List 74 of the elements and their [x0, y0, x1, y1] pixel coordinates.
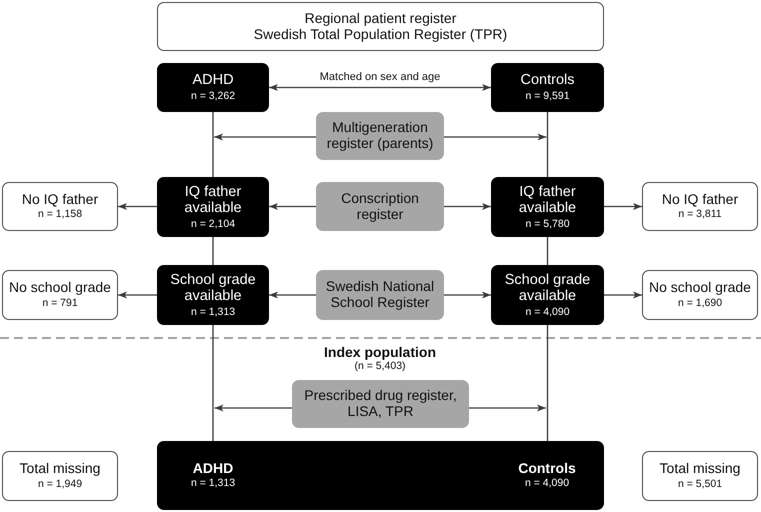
arrow — [214, 134, 316, 140]
register-name: Multigeneration register (parents) — [326, 120, 434, 152]
register-name: Prescribed drug register, LISA, TPR — [304, 388, 458, 420]
arrow — [444, 134, 546, 140]
edge-label: Matched on sex and age — [318, 70, 442, 82]
excluded-box — [642, 451, 758, 501]
arrow — [118, 203, 157, 210]
arrow — [444, 292, 491, 298]
cohort-box — [491, 177, 604, 237]
count-label: n = 5,501 — [677, 478, 723, 491]
count-label: n = 4,090 — [524, 478, 570, 490]
count-label: n = 791 — [42, 298, 78, 310]
excluded-box — [2, 182, 118, 231]
connector-line — [546, 325, 548, 441]
connector-line — [546, 112, 548, 177]
register-name: Swedish Total Population Register (TPR) — [253, 26, 508, 42]
count-label: n = 1,158 — [37, 209, 83, 222]
arrow — [269, 203, 316, 210]
count-label: n = 3,811 — [678, 209, 722, 222]
excluded-label: No school grade — [648, 280, 752, 296]
excluded-label: No IQ father — [661, 192, 739, 208]
register-box — [316, 182, 444, 231]
connector-line — [212, 325, 214, 441]
excluded-box — [2, 451, 118, 501]
excluded-box — [642, 270, 758, 320]
register-box — [292, 380, 469, 428]
count-label: n = 1,313 — [190, 306, 236, 318]
final-cohort-box — [157, 441, 604, 510]
excluded-label: No IQ father — [21, 192, 99, 208]
count-label: n = 1,949 — [37, 478, 83, 491]
arrow — [214, 404, 292, 412]
register-box — [316, 270, 444, 320]
cohort-label: Controls — [520, 72, 575, 89]
count-label: (n = 5,403) — [354, 361, 406, 373]
count-label: n = 1,690 — [677, 298, 723, 310]
cohort-label: ADHD — [192, 72, 234, 89]
cohort-box — [157, 177, 269, 237]
connector-line — [212, 237, 214, 265]
arrow — [469, 404, 546, 412]
count-label: n = 4,090 — [524, 306, 570, 318]
cohort-label: ADHD — [192, 460, 234, 476]
cohort-box — [491, 265, 604, 325]
excluded-box — [642, 182, 758, 231]
connector-line — [212, 112, 214, 177]
arrow — [604, 292, 642, 298]
arrow — [269, 292, 316, 298]
register-box — [316, 112, 444, 160]
section-title: Index population — [324, 345, 436, 361]
cohort-label: Controls — [518, 460, 576, 476]
count-label: n = 5,780 — [524, 218, 570, 230]
arrow — [444, 203, 491, 210]
excluded-label: Total missing — [19, 461, 101, 477]
connector-line — [546, 237, 548, 265]
cohort-label: School grade available — [170, 272, 256, 305]
count-label: n = 2,104 — [190, 218, 236, 230]
cohort-box — [491, 63, 604, 112]
register-name: Conscription register — [340, 190, 420, 222]
cohort-label: School grade available — [504, 272, 591, 305]
register-name: Swedish National School Register — [325, 279, 435, 311]
cohort-box — [157, 265, 269, 325]
excluded-box — [2, 270, 118, 320]
arrow — [604, 203, 642, 210]
cohort-box — [157, 63, 269, 112]
count-label: n = 9,591 — [524, 90, 570, 103]
double-arrow — [269, 84, 491, 91]
arrow — [118, 292, 157, 298]
source-box — [157, 2, 604, 51]
count-label: n = 1,313 — [190, 478, 236, 490]
excluded-label: No school grade — [8, 280, 112, 296]
count-label: n = 3,262 — [190, 90, 236, 103]
cohort-label: IQ father available — [184, 184, 242, 217]
cohort-label: IQ father available — [518, 184, 577, 217]
register-name: Regional patient register — [304, 10, 457, 26]
excluded-label: Total missing — [659, 461, 741, 477]
